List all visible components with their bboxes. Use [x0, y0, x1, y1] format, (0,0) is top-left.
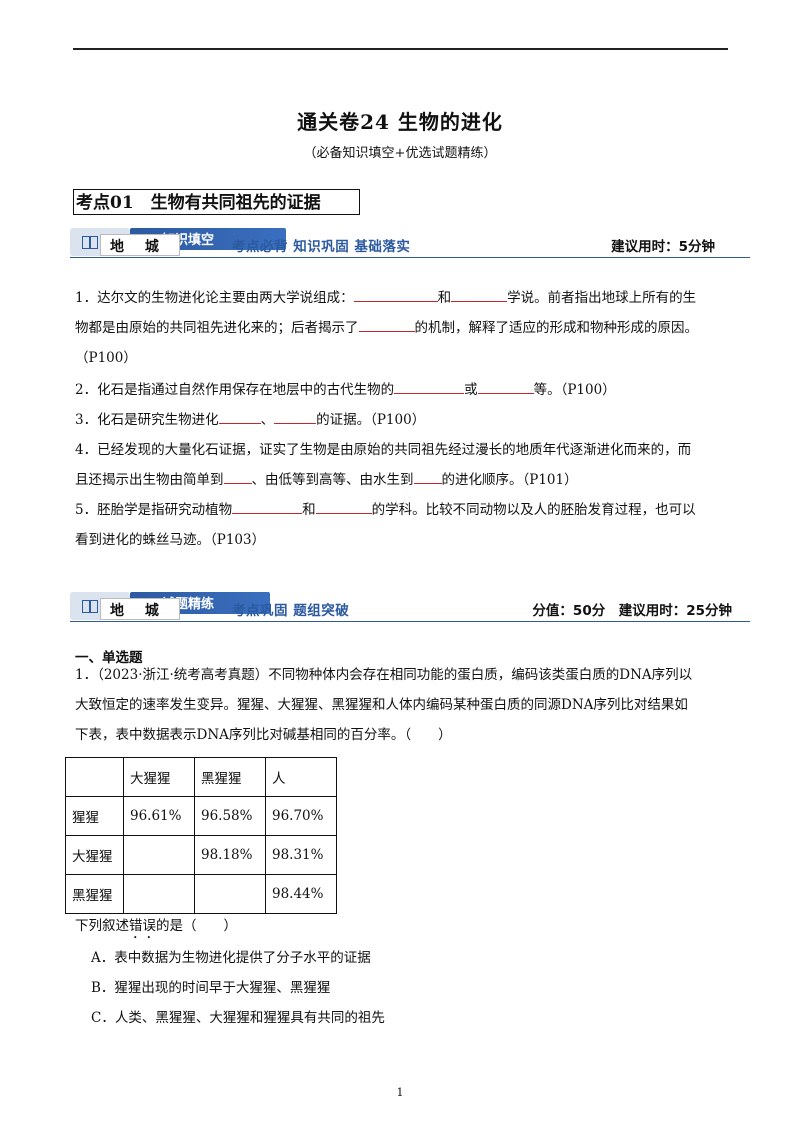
answer-blank[interactable] — [451, 285, 508, 302]
text: 学说。前者指出地球上所有的生 — [507, 290, 697, 306]
option-a[interactable]: A．表中数据为生物进化提供了分子水平的证据 — [91, 950, 371, 966]
banner-tag: 地 城 — [110, 603, 167, 619]
book-icon — [82, 600, 98, 613]
text: 看到进化的蛛丝马迹。（P103） — [75, 532, 266, 548]
page-number: 1 — [396, 1086, 404, 1099]
answer-blank[interactable] — [218, 407, 261, 424]
page-title: 通关卷24 生物的进化 — [297, 110, 503, 134]
table-cell: 黑猩猩 — [65, 874, 124, 914]
table-header-row: 大猩猩 黑猩猩 人 — [65, 757, 337, 797]
banner-tag-box — [100, 598, 180, 620]
table-cell: 大猩猩 — [65, 835, 124, 875]
text: 、 — [260, 412, 275, 428]
table-cell: 猩猩 — [65, 796, 124, 836]
answer-blank[interactable] — [274, 407, 317, 424]
table-cell — [194, 874, 266, 914]
table-row: 黑猩猩 98.44% — [65, 874, 337, 914]
book-icon — [82, 236, 98, 249]
table-row: 大猩猩 98.18% 98.31% — [65, 835, 337, 875]
text: 2．化石是指通过自然作用保存在地层中的古代生物的 — [75, 382, 395, 398]
table-cell: 98.31% — [265, 835, 337, 875]
emphasized-text: 错误 — [129, 918, 156, 934]
section-title: 考点01 生物有共同祖先的证据 — [73, 189, 360, 215]
text: （P100） — [75, 350, 137, 366]
table-cell — [65, 757, 124, 797]
text: 下列叙述 — [75, 918, 129, 934]
table-cell: 黑猩猩 — [194, 757, 266, 797]
banner-time: 建议用时：5分钟 — [611, 239, 715, 255]
answer-blank[interactable] — [358, 315, 415, 332]
text: 和 — [437, 290, 452, 306]
text: 的是（ ） — [156, 918, 237, 934]
text: 物都是由原始的共同祖先进化来的；后者揭示了 — [75, 320, 359, 336]
table-cell — [123, 835, 195, 875]
answer-blank[interactable] — [394, 377, 465, 394]
text: 4．已经发现的大量化石证据，证实了生物是由原始的共同祖先经过漫长的地质年代逐渐进… — [75, 442, 692, 458]
table-cell: 人 — [265, 757, 337, 797]
table-cell — [123, 874, 195, 914]
text: 、由低等到高等、由水生到 — [251, 472, 414, 488]
text: 3．化石是研究生物进化 — [75, 412, 219, 428]
banner-underline — [70, 257, 750, 258]
fill-item-5: 5．胚胎学是指研究动植物 和 的学科。比较不同动物以及人的胚胎发育过程，也可以 看到… — [75, 495, 730, 555]
header-rule — [73, 48, 728, 50]
fill-item-4: 4．已经发现的大量化石证据，证实了生物是由原始的共同祖先经过漫长的地质年代逐渐进… — [75, 435, 730, 495]
banner-slogan: 考点必背 知识巩固 基础落实 — [232, 239, 411, 255]
practice-banner: 试题精练 地 城 考点巩固 题组突破 分值：50分 建议用时：25分钟 — [70, 592, 750, 624]
banner-time: 分值：50分 建议用时：25分钟 — [532, 603, 732, 619]
knowledge-banner: 知识填空 地 城 考点必背 知识巩固 基础落实 建议用时：5分钟 — [70, 228, 750, 260]
text: 和 — [302, 502, 316, 518]
text: 1．达尔文的生物进化论主要由两大学说组成： — [75, 290, 354, 306]
answer-blank[interactable] — [477, 377, 534, 394]
fill-item-1: 1．达尔文的生物进化论主要由两大学说组成： 和 学说。前者指出地球上所有的生 物都是… — [75, 283, 730, 373]
answer-blank[interactable] — [353, 285, 438, 302]
answer-blank[interactable] — [315, 497, 372, 514]
answer-blank[interactable] — [223, 467, 252, 484]
banner-slogan: 考点巩固 题组突破 — [232, 603, 350, 619]
banner-underline — [70, 621, 750, 622]
text: 大致恒定的速率发生变异。猩猩、大猩猩、黑猩猩和人体内编码某种蛋白质的同源DNA序… — [75, 697, 688, 713]
text: 的学科。比较不同动物以及人的胚胎发育过程，也可以 — [371, 502, 696, 518]
option-b[interactable]: B．猩猩出现的时间早于大猩猩、黑猩猩 — [91, 980, 331, 996]
text: 等。（P100） — [533, 382, 616, 398]
question-1-stem: 1．（2023·浙江·统考高考真题）不同物种体内会存在相同功能的蛋白质，编码该类… — [75, 660, 730, 750]
fill-item-2: 2．化石是指通过自然作用保存在地层中的古代生物的 或 等。（P100） — [75, 375, 730, 405]
table-cell: 96.70% — [265, 796, 337, 836]
option-c[interactable]: C．人类、黑猩猩、大猩猩和猩猩具有共同的祖先 — [91, 1010, 385, 1026]
text: 的证据。（P100） — [316, 412, 426, 428]
answer-blank[interactable] — [413, 467, 442, 484]
text: 或 — [464, 382, 478, 398]
page-subtitle: （必备知识填空+优选试题精练） — [303, 146, 497, 161]
text: 的机制，解释了适应的形成和物种形成的原因。 — [414, 320, 699, 336]
text: 下表，表中数据表示DNA序列比对碱基相同的百分率。（ ） — [75, 727, 452, 743]
banner-tag-box — [100, 234, 180, 256]
table-row: 猩猩 96.61% 96.58% 96.70% — [65, 796, 337, 836]
text: 的进化顺序。（P101） — [441, 472, 578, 488]
dna-comparison-table: 大猩猩 黑猩猩 人 猩猩 96.61% 96.58% 96.70% 大猩猩 98… — [65, 757, 337, 914]
text: 且还揭示出生物由简单到 — [75, 472, 224, 488]
table-cell: 96.61% — [123, 796, 195, 836]
question-section-heading: 一、单选题 — [75, 650, 143, 666]
table-cell: 98.44% — [265, 874, 337, 914]
banner-tag: 地 城 — [110, 239, 167, 255]
question-prompt: 下列叙述错误的是（ ） — [75, 914, 237, 942]
fill-item-3: 3．化石是研究生物进化 、 的证据。（P100） — [75, 405, 730, 435]
text: 5．胚胎学是指研究动植物 — [75, 502, 233, 518]
table-cell: 96.58% — [194, 796, 266, 836]
table-cell: 大猩猩 — [123, 757, 195, 797]
text: 1．（2023·浙江·统考高考真题）不同物种体内会存在相同功能的蛋白质，编码该类… — [75, 667, 693, 683]
table-cell: 98.18% — [194, 835, 266, 875]
answer-blank[interactable] — [232, 497, 303, 514]
